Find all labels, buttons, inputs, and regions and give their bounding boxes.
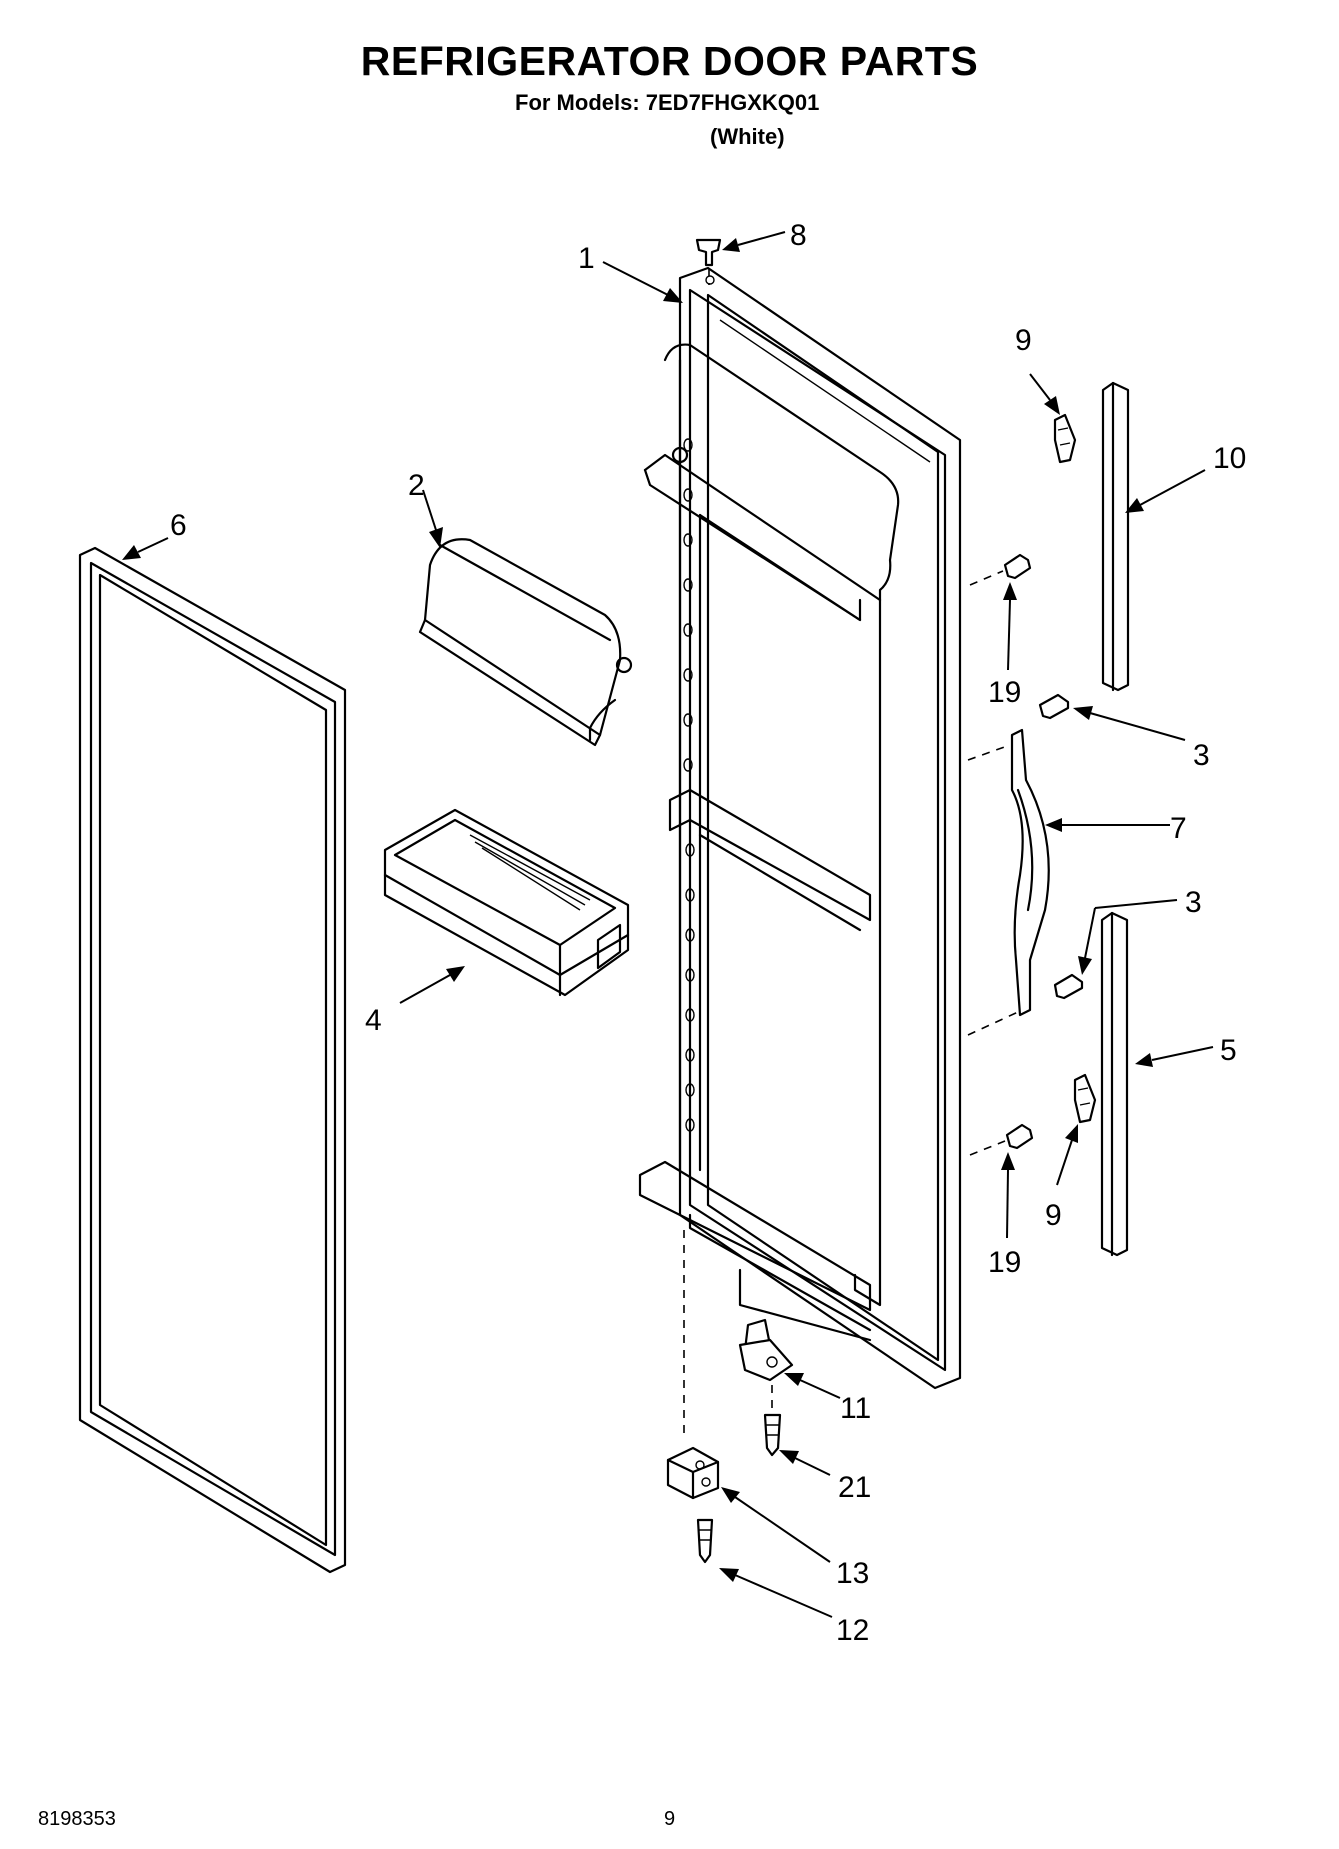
callout-3-upper: 3	[1193, 739, 1210, 772]
plug-button	[695, 238, 722, 285]
callout-13: 13	[836, 1557, 869, 1590]
page-number: 9	[664, 1808, 676, 1830]
callout-3-lower: 3	[1185, 886, 1202, 919]
model-number: For Models: 7ED7FHGXKQ01	[515, 90, 820, 115]
shelf-adjustment-holes	[683, 438, 695, 1132]
callout-6: 6	[170, 509, 187, 542]
callout-5: 5	[1220, 1034, 1237, 1067]
callout-2: 2	[408, 469, 425, 502]
callout-4: 4	[365, 1004, 382, 1037]
callout-21: 21	[838, 1471, 871, 1504]
lower-door-trim	[1100, 911, 1129, 1257]
callout-9-lower: 9	[1045, 1199, 1062, 1232]
model-color: (White)	[710, 124, 785, 149]
upper-door-trim	[1101, 381, 1130, 692]
spacer-screw	[696, 1518, 714, 1564]
callout-8: 8	[790, 219, 807, 252]
callout-leaders	[122, 231, 1214, 1618]
callout-19-upper: 19	[988, 676, 1021, 709]
door-handle	[967, 728, 1050, 1036]
hinge-screw	[763, 1413, 782, 1457]
handle-screw-lower	[1053, 973, 1084, 1000]
callout-1: 1	[578, 242, 595, 275]
door-bin	[383, 808, 630, 997]
door-gasket	[78, 546, 347, 1574]
callout-9-upper: 9	[1015, 324, 1032, 357]
screw-lower	[969, 1123, 1034, 1156]
callout-11: 11	[840, 1392, 871, 1425]
hinge-spacer	[666, 1446, 720, 1500]
door-liner	[638, 266, 962, 1390]
page-title: REFRIGERATOR DOOR PARTS	[360, 38, 979, 84]
callout-labels: 1 8 2 6 4 9 10 19 3 7 3 5 9 19 11 21 13 …	[170, 219, 1246, 1647]
trim-clip-upper	[1053, 413, 1077, 464]
callout-12: 12	[836, 1614, 869, 1647]
callout-7: 7	[1170, 812, 1187, 845]
hinge-pin-bracket	[738, 1318, 794, 1410]
callout-19-lower: 19	[988, 1246, 1021, 1279]
screw-upper	[969, 553, 1032, 586]
callout-10: 10	[1213, 442, 1246, 475]
trim-clip-lower	[1073, 1073, 1097, 1124]
shelf-cover	[418, 538, 633, 747]
document-number: 8198353	[38, 1808, 116, 1830]
handle-screw-upper	[1038, 693, 1070, 720]
